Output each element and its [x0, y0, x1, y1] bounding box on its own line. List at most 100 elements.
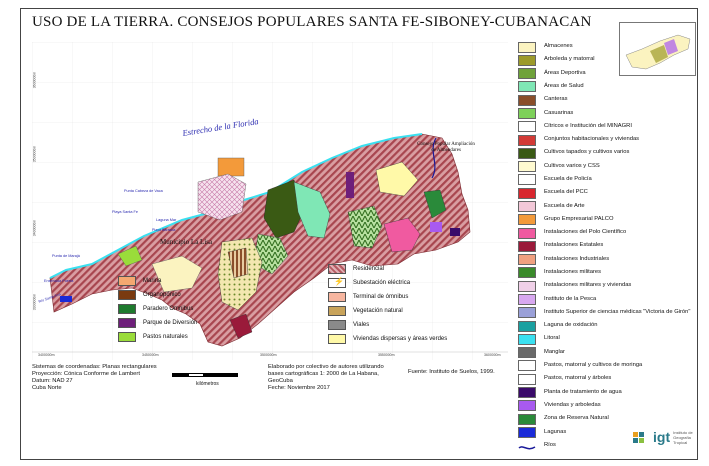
grid-label-left-2: 3400000m — [32, 219, 37, 237]
grid-label-bottom-1: 3450000m — [142, 353, 159, 357]
legend-item-23[interactable]: Manglar — [518, 346, 565, 360]
scale-label: kilómetros — [196, 381, 219, 387]
legend-item-18[interactable]: Instalaciones militares y viviendas — [518, 279, 631, 293]
legend-item-residencial[interactable]: Residencial — [328, 262, 384, 276]
lagoon — [60, 296, 72, 302]
legend-label: Canteras — [544, 96, 568, 103]
legend-item-subestacion[interactable]: ⚡Subestación eléctrica — [328, 276, 410, 290]
legend-item-8[interactable]: Cultivos tapados y cultivos varios — [518, 146, 629, 160]
legend-item-15[interactable]: Instalaciones Estatales — [518, 239, 603, 253]
purple-zone — [346, 172, 354, 198]
legend-label: Ríos — [544, 441, 556, 448]
legend-label: Instalaciones militares — [544, 269, 602, 276]
legend-item-1[interactable]: Arboleda y matorral — [518, 53, 595, 67]
legend-item-viales[interactable]: Viales — [328, 318, 369, 332]
legend-swatch — [518, 294, 536, 306]
legend-item-5[interactable]: Casuarinas — [518, 106, 573, 120]
logo-subtext: Instituto de Geografía Tropical — [673, 429, 693, 445]
footer-line: Sistemas de coordenadas: Planas rectangu… — [32, 364, 157, 370]
legend-item-26[interactable]: Planta de tratamiento de agua — [518, 386, 622, 400]
legend-label: Vegetación natural — [353, 308, 403, 314]
logo-icon — [632, 428, 650, 446]
legend-label: Organopónico — [143, 292, 181, 298]
logo-text: igt — [653, 429, 671, 445]
legend-swatch — [518, 333, 536, 345]
legend-item-vegetacion[interactable]: Vegetación natural — [328, 304, 403, 318]
legend-swatch — [518, 360, 536, 372]
footer-line: Elaborado por colectivo de autores utili… — [268, 364, 384, 370]
legend-swatch — [118, 332, 136, 342]
legend-label: Instituto Superior de ciencias médicas "… — [544, 308, 691, 315]
legend-item-24[interactable]: Pastos, matorral y cultivos de moringa — [518, 359, 642, 373]
legend-item-0[interactable]: Almacenes — [518, 40, 573, 54]
legend-item-25[interactable]: Pastos, matorral y árboles — [518, 372, 611, 386]
legend-swatch — [328, 334, 346, 344]
legend-item-7[interactable]: Conjuntos habitacionales y viviendas — [518, 133, 639, 147]
legend-label: Zona de Reserva Natural — [544, 415, 609, 422]
legend-swatch — [518, 68, 536, 80]
legend-label: Instalaciones Estatales — [544, 242, 604, 249]
municipio-label: Municipio La Lisa — [160, 238, 213, 246]
grid-label-bottom-2: 3500000m — [260, 353, 277, 357]
vegetation-patch — [217, 157, 245, 177]
polo-cientifico — [383, 217, 421, 253]
legend-swatch — [518, 387, 536, 399]
legend-item-marina[interactable]: Marina — [118, 274, 161, 288]
legend-swatch — [518, 400, 536, 412]
legend-item-paradero[interactable]: Paradero Omnibus — [118, 302, 193, 316]
legend-label: Viviendas y arboledas — [544, 401, 601, 408]
grid-label-bottom-0: 3400000m — [38, 353, 55, 357]
inset-locator-map[interactable] — [619, 22, 696, 76]
legend-item-16[interactable]: Instalaciones Industriales — [518, 253, 609, 267]
legend-item-30[interactable]: Ríos — [518, 439, 556, 453]
legend-item-4[interactable]: Canteras — [518, 93, 568, 107]
legend-label: Áreas de Salud — [544, 82, 584, 89]
legend-swatch — [518, 121, 536, 133]
legend-label: Áreas Deportiva — [544, 69, 586, 76]
legend-item-14[interactable]: Instalaciones del Polo Científico — [518, 226, 626, 240]
plant-zone — [450, 228, 460, 236]
legend-label: Cítricos e Institución del MINAGRI — [544, 122, 632, 129]
legend-item-organoponico[interactable]: Organopónico — [118, 288, 181, 302]
legend-swatch — [518, 440, 536, 451]
legend-swatch — [518, 81, 536, 93]
legend-item-27[interactable]: Viviendas y arboledas — [518, 399, 601, 413]
legend-item-29[interactable]: Lagunas — [518, 425, 566, 439]
legend-item-3[interactable]: Áreas de Salud — [518, 80, 584, 94]
cultivos-zone — [263, 179, 305, 239]
legend-item-20[interactable]: Instituto Superior de ciencias médicas "… — [518, 306, 690, 320]
place-label-maraja: Punta de Marajá — [52, 254, 80, 258]
legend-item-13[interactable]: Grupo Empresarial PALCO — [518, 213, 613, 227]
legend-label: Instalaciones del Polo Científico — [544, 229, 627, 236]
legend-item-10[interactable]: Escuela de Policía — [518, 173, 592, 187]
legend-item-19[interactable]: Instituto de la Pesca — [518, 293, 596, 307]
legend-swatch — [518, 187, 536, 199]
legend-label: Escuela del PCC — [544, 189, 588, 196]
legend-item-17[interactable]: Instalaciones militares — [518, 266, 601, 280]
grid-label-left-0: 3600000m — [32, 71, 37, 89]
legend-item-12[interactable]: Escuela de Arte — [518, 199, 585, 213]
legend-label: Paradero Omnibus — [143, 306, 194, 312]
legend-item-28[interactable]: Zona de Reserva Natural — [518, 412, 609, 426]
legend-item-2[interactable]: Áreas Deportiva — [518, 67, 586, 81]
land-use-map[interactable]: Estrecho de la Florida Municipio La Lisa… — [32, 42, 508, 360]
legend-item-pastos[interactable]: Pastos naturales — [118, 330, 188, 344]
legend-item-11[interactable]: Escuela del PCC — [518, 186, 588, 200]
legend-item-22[interactable]: Litoral — [518, 332, 560, 346]
zone-reserva — [423, 189, 447, 219]
municipio-la-lisa-area — [151, 255, 203, 293]
legend-label: Laguna de oxidación — [544, 322, 598, 329]
legend-item-terminal[interactable]: Terminal de ómnibus — [328, 290, 408, 304]
legend-item-6[interactable]: Cítricos e Institución del MINAGRI — [518, 120, 632, 134]
legend-item-21[interactable]: Laguna de oxidación — [518, 319, 598, 333]
legend-swatch — [518, 94, 536, 106]
legend-item-viviendas-dispersas[interactable]: Viviendas dispersas y áreas verdes — [328, 332, 447, 346]
legend-swatch — [518, 161, 536, 173]
marina-zone — [117, 245, 143, 267]
legend-swatch — [518, 307, 536, 319]
legend-label: Manglar — [544, 348, 565, 355]
legend-label: Almacenes — [544, 43, 573, 50]
legend-item-9[interactable]: Cultivos varios y CSS — [518, 160, 600, 174]
military-housing-zone — [197, 173, 247, 221]
legend-item-parque[interactable]: Parque de Diversión — [118, 316, 197, 330]
